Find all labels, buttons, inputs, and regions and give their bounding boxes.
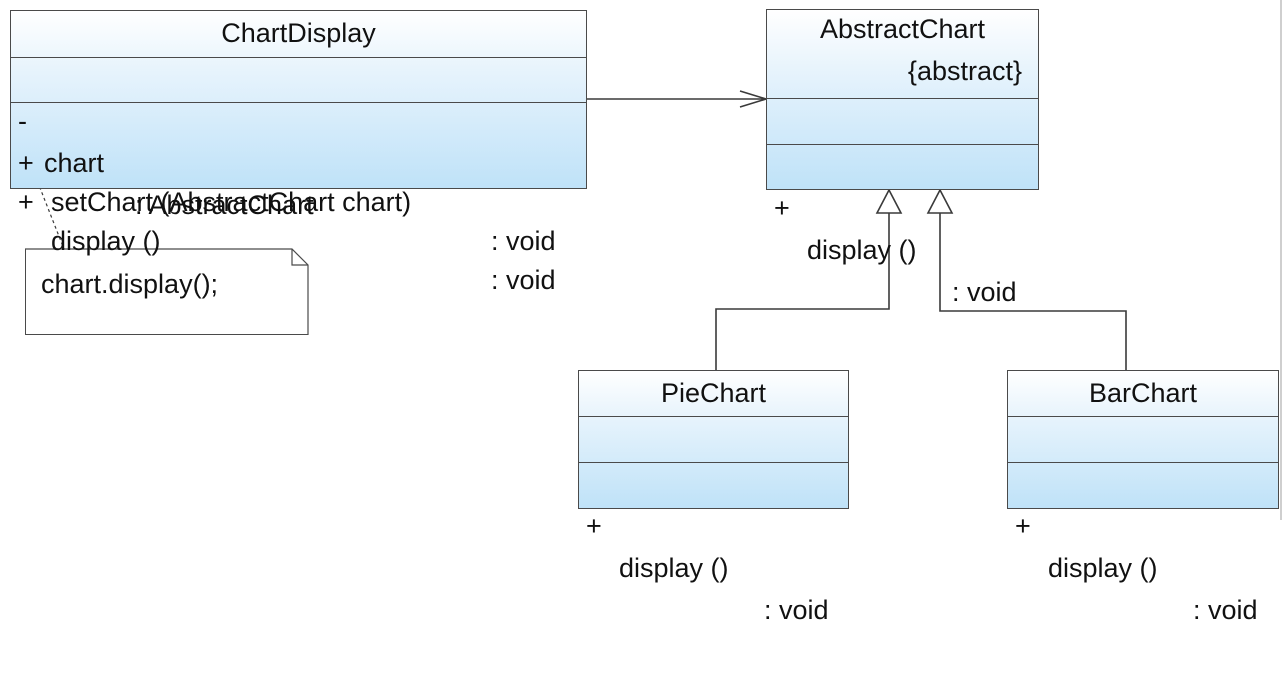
class-name-section: AbstractChart {abstract}: [767, 10, 1038, 99]
attributes-section: [767, 99, 1038, 145]
visibility-marker: +: [18, 187, 34, 217]
class-name: PieChart: [660, 378, 767, 408]
window-edge: [1280, 0, 1282, 520]
operation-row[interactable]: + display () : void: [767, 145, 1038, 307]
generalization-barchart: [926, 188, 1127, 370]
attributes-section: - chart : AbstractChart: [11, 58, 586, 220]
operation-name: display (): [1048, 553, 1158, 583]
attributes-section: [1008, 417, 1278, 463]
operation-name: display (): [807, 235, 917, 265]
operation-name: display (): [619, 553, 729, 583]
visibility-marker: +: [18, 148, 34, 178]
class-piechart[interactable]: PieChart + display () : void: [578, 370, 849, 625]
class-name: AbstractChart: [819, 14, 986, 44]
visibility-marker: -: [18, 106, 27, 136]
class-barchart[interactable]: BarChart + display () : void: [1007, 370, 1279, 625]
class-name-section: ChartDisplay: [11, 11, 586, 58]
operations-section: + display () : void: [579, 463, 848, 625]
operation-return-type: : void: [491, 226, 556, 256]
note[interactable]: chart.display();: [25, 249, 308, 335]
operation-name: setChart (AbstractChart chart): [51, 187, 412, 217]
note-outline: [25, 248, 309, 335]
class-abstractchart[interactable]: AbstractChart {abstract} + display () : …: [766, 9, 1039, 307]
operation-row[interactable]: + display () : void: [11, 144, 586, 295]
generalization-piechart: [715, 188, 903, 370]
operation-return-type: : void: [764, 595, 829, 625]
association-arrow: [587, 90, 769, 108]
operations-section: + display () : void: [1008, 463, 1278, 625]
attribute-name: chart: [44, 148, 105, 178]
class-name-section: BarChart: [1008, 371, 1278, 417]
class-chartdisplay[interactable]: ChartDisplay - chart : AbstractChart + s…: [10, 10, 587, 295]
class-name: ChartDisplay: [221, 18, 376, 48]
class-name-section: PieChart: [579, 371, 848, 417]
diagram-connectors: [25, 90, 1127, 370]
operation-row[interactable]: + setChart (AbstractChart chart) : void: [11, 105, 586, 256]
operation-name: display (): [51, 226, 161, 256]
operation-return-type: : void: [1193, 595, 1258, 625]
operations-section: + setChart (AbstractChart chart) : void …: [11, 103, 586, 295]
attribute-type: : AbstractChart: [135, 190, 314, 220]
visibility-marker: +: [1015, 511, 1031, 541]
operation-return-type: : void: [491, 265, 556, 295]
operations-section: + display () : void: [767, 145, 1038, 307]
visibility-marker: +: [774, 193, 790, 223]
class-stereotype: {abstract}: [907, 56, 1022, 86]
visibility-marker: +: [586, 511, 602, 541]
operation-row[interactable]: + display () : void: [579, 463, 848, 625]
attribute-row[interactable]: - chart : AbstractChart: [11, 58, 586, 220]
operation-return-type: : void: [952, 277, 1017, 307]
class-name: BarChart: [1088, 378, 1198, 408]
attributes-section: [579, 417, 848, 463]
note-text: chart.display();: [41, 269, 219, 299]
operation-row[interactable]: + display () : void: [1008, 463, 1278, 625]
